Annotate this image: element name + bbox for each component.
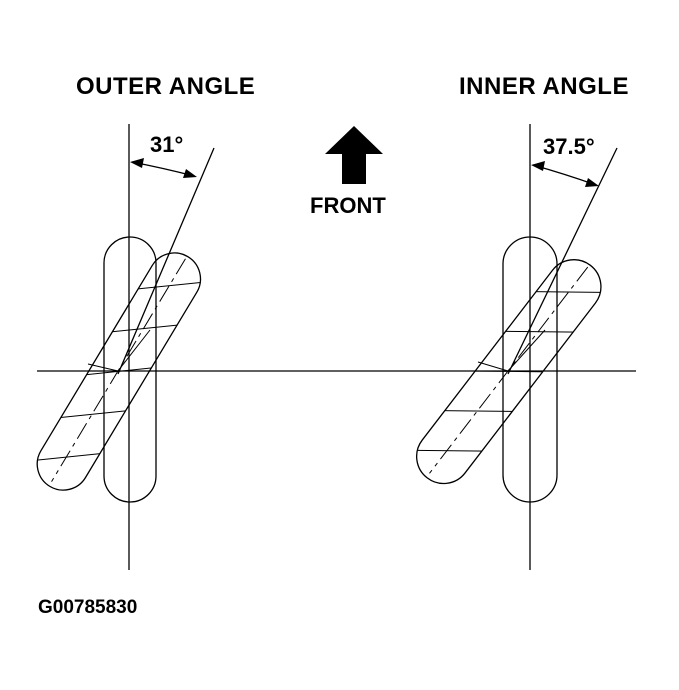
- figure-code: G00785830: [38, 597, 137, 618]
- inner-pivot-mark: [477, 361, 509, 372]
- inner-angle-title: INNER ANGLE: [459, 73, 629, 100]
- inner-pivot-diag: [507, 329, 546, 372]
- outer-wheel-turned: [27, 252, 211, 491]
- inner-wheel-turned: [405, 259, 612, 485]
- outer-angle-arrowhead-left: [130, 158, 144, 168]
- outer-pivot-diag: [117, 329, 151, 372]
- front-arrow-icon: [325, 126, 383, 184]
- inner-wheel-group: [405, 124, 618, 570]
- inner-angle-value: 37.5°: [543, 134, 595, 159]
- inner-inclined-reference: [507, 147, 618, 375]
- inner-angle-arrowhead-right: [585, 178, 599, 187]
- outer-angle-title: OUTER ANGLE: [76, 73, 255, 100]
- outer-wheel-straight: [103, 236, 157, 503]
- outer-angle-value: 31°: [150, 132, 183, 157]
- outer-pivot-mark: [87, 363, 119, 372]
- outer-inclined-reference: [117, 147, 215, 375]
- front-label: FRONT: [310, 193, 386, 218]
- outer-angle-arrowhead-right: [183, 169, 197, 178]
- inner-angle-arrowhead-left: [531, 161, 545, 171]
- outer-wheel-group: [27, 124, 215, 570]
